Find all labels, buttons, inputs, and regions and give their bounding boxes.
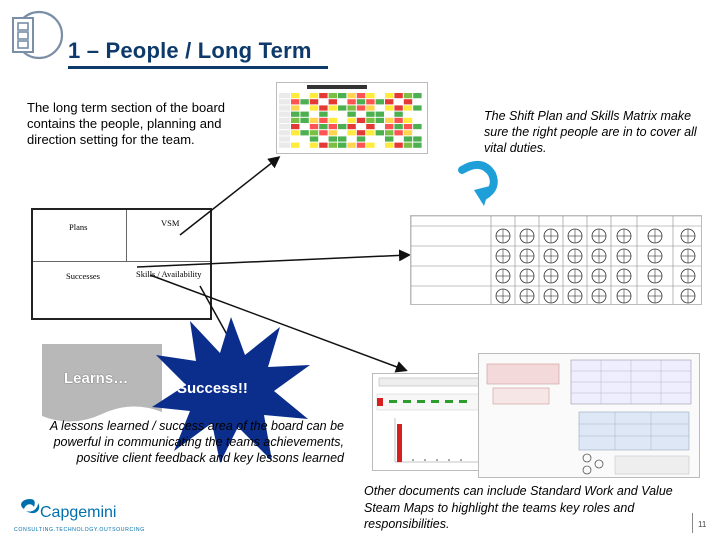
board-successes-label: Successes <box>66 271 100 281</box>
svg-text:Capgemini: Capgemini <box>40 504 116 521</box>
shift-plan-note: The Shift Plan and Skills Matrix make su… <box>484 109 697 155</box>
shift-plan-thumbnail <box>276 82 428 154</box>
board-skills-label: Skills / Availability <box>136 269 202 279</box>
intro-text: The long term section of the board conta… <box>27 100 226 147</box>
title-underline <box>68 66 328 69</box>
lessons-note: A lessons learned / success area of the … <box>49 419 344 465</box>
skills-matrix-thumbnail <box>410 215 702 305</box>
page-number: 11 <box>698 520 707 529</box>
board-diagram: Plans VSM Successes Skills / Availabilit… <box>31 208 212 320</box>
svg-text:CONSULTING.TECHNOLOGY.OUTSOURC: CONSULTING.TECHNOLOGY.OUTSOURCING <box>14 527 145 533</box>
page-number-divider <box>692 513 693 533</box>
capgemini-logo: Capgemini CONSULTING.TECHNOLOGY.OUTSOURC… <box>14 499 145 533</box>
curved-arrow-icon <box>458 160 498 206</box>
value-stream-map-thumbnail <box>478 353 700 478</box>
page-title: 1 – People / Long Term <box>68 38 312 63</box>
board-vsm-label: VSM <box>161 218 180 228</box>
success-label: Success!! <box>177 380 248 397</box>
report-chart-thumbnail <box>372 373 484 471</box>
other-documents-note: Other documents can include Standard Wor… <box>364 484 673 531</box>
section-logo-icon <box>12 10 64 60</box>
learns-scroll-icon <box>42 344 162 422</box>
learns-label: Learns… <box>64 370 129 387</box>
board-plans-label: Plans <box>69 222 88 232</box>
success-burst-icon <box>152 317 310 463</box>
